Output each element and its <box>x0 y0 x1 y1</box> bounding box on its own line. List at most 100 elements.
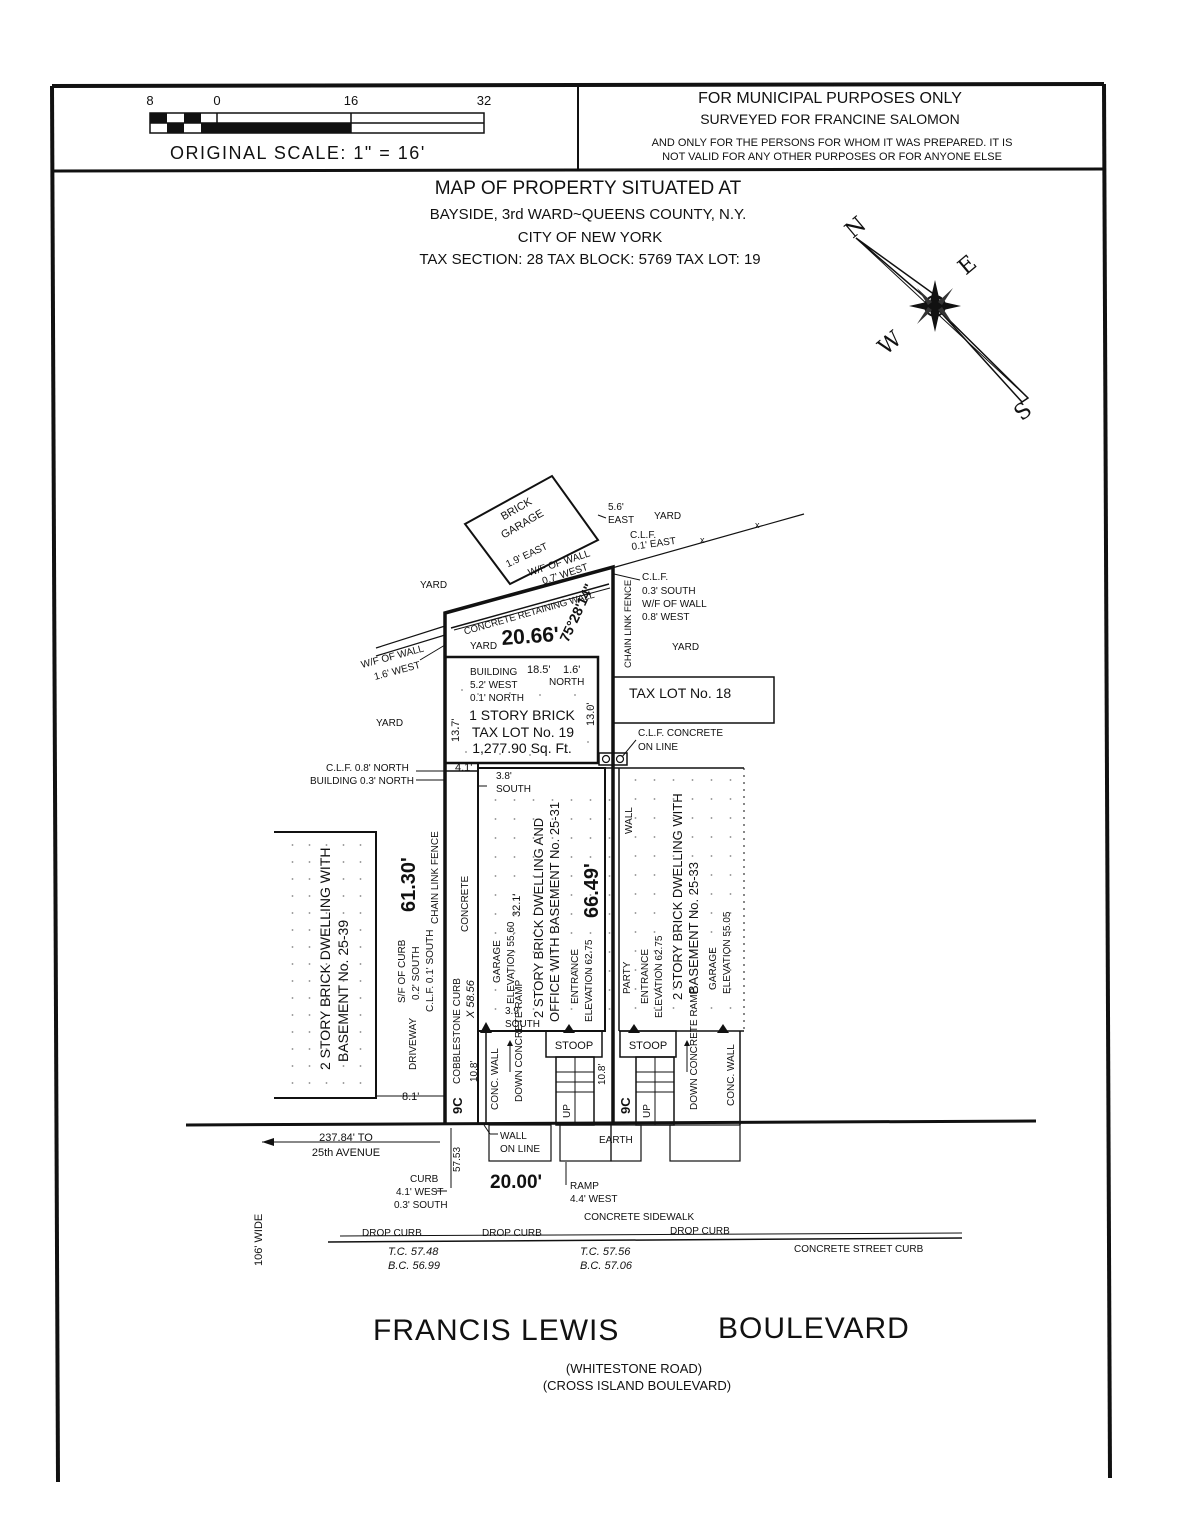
east-nine: 9C <box>618 1097 633 1114</box>
neighbor-25-39: 2 STORY BRICK DWELLING WITH BASEMENT No.… <box>274 831 377 1099</box>
yard-top: YARD <box>470 641 497 652</box>
svg-text:x: x <box>755 520 760 530</box>
compass-w: W <box>874 326 908 360</box>
front-details: 237.84' TO 25th AVENUE 57.53 WALL ON LIN… <box>253 1124 963 1272</box>
east-party: PARTY <box>622 961 633 994</box>
scale-tick-0: 0 <box>213 93 220 108</box>
purpose-line-4: NOT VALID FOR ANY OTHER PURPOSES OR FOR … <box>662 151 1002 163</box>
street-name-2: BOULEVARD <box>718 1312 910 1345</box>
main-stoop-label: STOOP <box>555 1040 593 1052</box>
drop-curb-1: DROP CURB <box>362 1228 422 1239</box>
tc-2: T.C. 57.56 <box>580 1246 631 1258</box>
title-line-3: CITY OF NEW YORK <box>518 229 662 246</box>
ramp-1: RAMP <box>570 1181 599 1192</box>
drop-curb-2: DROP CURB <box>482 1228 542 1239</box>
street-alt-1: (WHITESTONE ROAD) <box>566 1361 702 1376</box>
lot-19-boundary <box>443 564 615 1125</box>
title-line-4: TAX SECTION: 28 TAX BLOCK: 5769 TAX LOT:… <box>419 251 760 268</box>
east-down-ramp: DOWN CONCRETE RAMP <box>689 987 700 1110</box>
compass-e: E <box>954 251 982 280</box>
fence-line-ne: x x <box>611 513 805 569</box>
sf-curb-1: S/F OF CURB <box>397 939 408 1003</box>
clf-line-2: ON LINE <box>638 742 678 753</box>
street-name: FRANCIS LEWIS BOULEVARD (WHITESTONE ROAD… <box>373 1312 910 1393</box>
drop-curb-3: DROP CURB <box>670 1226 730 1237</box>
clf-line-1: C.L.F. CONCRETE <box>638 728 723 739</box>
garage-east-1: 5.6' <box>608 502 624 513</box>
main-desc-1: 2 STORY BRICK DWELLING AND <box>531 818 546 1018</box>
building-dim-1: 18.5' <box>527 664 551 676</box>
curb-3: 0.3' SOUTH <box>394 1200 448 1211</box>
garage-yard: YARD <box>654 511 681 522</box>
building-step: 4.1' <box>455 762 472 774</box>
concrete-label: CONCRETE <box>460 876 471 932</box>
sf-curb-2: 0.2' SOUTH <box>411 946 422 1000</box>
main-up: UP <box>562 1104 573 1118</box>
main-down-ramp: DOWN CONCRETE RAMP <box>514 979 525 1102</box>
tc-1: T.C. 57.48 <box>388 1246 439 1258</box>
building-dim-2: 1.6' <box>563 664 580 676</box>
scale-bar: 8 0 16 32 ORIGINAL SCALE: 1" = 16' <box>146 93 491 163</box>
building-offset-1: BUILDING <box>470 667 517 678</box>
map-title: MAP OF PROPERTY SITUATED AT BAYSIDE, 3rd… <box>419 178 760 268</box>
clf-south-4: 0.8' WEST <box>642 612 689 623</box>
east-garage-2: ELEVATION 55.05 <box>722 911 733 994</box>
title-line-2: BAYSIDE, 3rd WARD~QUEENS COUNTY, N.Y. <box>430 206 747 223</box>
north-arrow-icon: N E S W <box>841 212 1038 426</box>
east-desc-2: BASEMENT No. 25-33 <box>686 862 701 994</box>
east-up: UP <box>642 1104 653 1118</box>
rear-building: BUILDING 5.2' WEST 0.1' NORTH 18.5' 1.6'… <box>443 655 628 774</box>
earth-label: EARTH <box>599 1135 633 1146</box>
neighbor-west-desc-1: 2 STORY BRICK DWELLING WITH <box>317 848 333 1071</box>
neighbor-west-desc-2: BASEMENT No. 25-39 <box>335 920 351 1062</box>
building-right-dim: 13.0' <box>585 702 597 726</box>
wall-line-nw <box>375 625 446 657</box>
scale-tick-8: 8 <box>146 93 153 108</box>
building-lot: TAX LOT No. 19 <box>472 724 574 740</box>
main-front-1: 3.9' <box>505 1006 521 1017</box>
building-offset-2: 5.2' WEST <box>470 680 517 691</box>
east-entrance-2: ELEVATION 62.75 <box>654 935 665 1018</box>
clf-south-3: W/F OF WALL <box>642 599 707 610</box>
depth-west: 61.30' <box>398 857 420 912</box>
cobble-curb: COBBLESTONE CURB <box>452 978 463 1084</box>
chain-fence-east: CHAIN LINK FENCE <box>623 580 634 668</box>
sf-curb-3: C.L.F. 0.1' SOUTH <box>425 930 436 1013</box>
purpose-line-2: SURVEYED FOR FRANCINE SALOMON <box>700 111 960 127</box>
scale-tick-32: 32 <box>477 93 491 108</box>
garage-clf-1: C.L.F. <box>630 530 656 541</box>
main-house-25-31: 3.8' SOUTH 32.1' GARAGE ELEVATION 55.60 … <box>477 767 613 1033</box>
wall-on-line-2: ON LINE <box>500 1144 540 1155</box>
curb-1: CURB <box>410 1174 439 1185</box>
main-entrance-2: ELEVATION 62.75 <box>584 939 595 1022</box>
drive-width: 8.1' <box>402 1091 419 1103</box>
driveway-label: DRIVEWAY <box>408 1017 419 1070</box>
main-desc-2: OFFICE WITH BASEMENT No. 25-31 <box>547 802 562 1022</box>
depth-main: 66.49' <box>581 863 603 918</box>
street-curb-label: CONCRETE STREET CURB <box>794 1244 924 1255</box>
east-front-stoop: STOOP UP DOWN CONCRETE RAMP CONC. WALL 9… <box>618 987 741 1126</box>
west-clf-2: BUILDING 0.3' NORTH <box>310 776 414 787</box>
building-left-dim: 13.7' <box>450 718 462 742</box>
scale-label: ORIGINAL SCALE: 1" = 16' <box>170 143 426 163</box>
page-frame <box>50 82 1112 1483</box>
angle: 75°28'14" <box>556 581 597 644</box>
east-conc-wall: CONC. WALL <box>726 1044 737 1106</box>
garage-east-2: EAST <box>608 515 634 526</box>
to-avenue-2: 25th AVENUE <box>312 1147 380 1159</box>
brick-garage: BRICK GARAGE 1.9' EAST W/F OF WALL 0.7' … <box>463 474 681 587</box>
chain-fence-west: CHAIN LINK FENCE <box>430 831 441 924</box>
elev-58-56: X 58.56 <box>465 979 477 1019</box>
compass-s: S <box>1010 397 1038 426</box>
west-clf-1: C.L.F. 0.8' NORTH <box>326 763 409 774</box>
svg-text:x: x <box>700 535 705 545</box>
street-line <box>185 1119 1037 1127</box>
yard-east: YARD <box>672 642 699 653</box>
elev-57-53: 57.53 <box>452 1147 463 1172</box>
clf-south-2: 0.3' SOUTH <box>642 586 696 597</box>
east-garage-1: GARAGE <box>708 947 719 990</box>
street-width: 106' WIDE <box>253 1214 265 1266</box>
yard-west: YARD <box>376 718 403 729</box>
purpose-line-3: AND ONLY FOR THE PERSONS FOR WHOM IT WAS… <box>652 137 1013 149</box>
